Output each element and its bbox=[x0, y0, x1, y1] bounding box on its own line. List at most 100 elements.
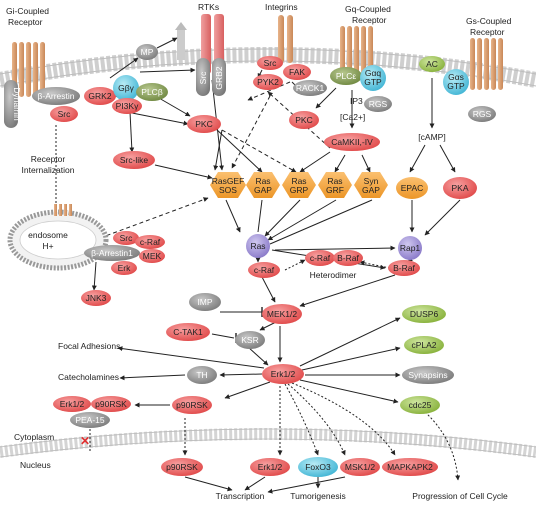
edges bbox=[55, 37, 461, 494]
erk12-label: Erk1/2 bbox=[271, 369, 296, 379]
pi3k-node bbox=[112, 98, 142, 114]
pea15-label: PEA-15 bbox=[75, 415, 105, 425]
epac-label: EPAC bbox=[401, 183, 424, 193]
pkc-mid-node bbox=[289, 111, 319, 129]
erk-nuc-node bbox=[250, 458, 290, 476]
svg-text:GRP: GRP bbox=[290, 185, 309, 195]
receptor-internalization-label: Receptor bbox=[31, 154, 66, 164]
gs-receptor-label-2: Receptor bbox=[470, 27, 505, 37]
ras-grf-node: Ras GRF bbox=[318, 172, 352, 198]
foxo3-node bbox=[298, 457, 338, 477]
craf-het-node bbox=[305, 250, 335, 266]
endosome-label: endosome bbox=[28, 230, 68, 240]
msk12-node bbox=[340, 458, 380, 476]
nuclear-membrane bbox=[0, 428, 536, 458]
mp-node bbox=[136, 44, 158, 60]
gtp-q-label: GTP bbox=[364, 77, 382, 87]
mek12-node bbox=[262, 304, 302, 324]
erk-endo-label: Erk bbox=[118, 263, 132, 273]
rgs-q-label: RGS bbox=[369, 99, 388, 109]
p90rsk-nuc-label: p90RSK bbox=[166, 462, 198, 472]
tumorigenesis-label: Tumorigenesis bbox=[290, 491, 345, 501]
fak-label: FAK bbox=[289, 67, 305, 77]
rgs-s-node bbox=[468, 106, 496, 122]
erk-nuc-label: Erk1/2 bbox=[258, 462, 283, 472]
gby-node bbox=[113, 75, 139, 101]
pea15-node bbox=[70, 412, 110, 428]
ac-node bbox=[419, 56, 445, 72]
craf-node bbox=[248, 262, 280, 278]
integrin-icon bbox=[278, 15, 293, 63]
pka-node bbox=[443, 177, 477, 199]
braf-het-label: B-Raf bbox=[337, 253, 359, 263]
gtp-s-label: GTP bbox=[447, 81, 465, 91]
synapsins-node bbox=[402, 366, 454, 384]
gs-receptor-icon bbox=[470, 38, 503, 90]
cpla2-node bbox=[404, 336, 444, 354]
braf-label: B-Raf bbox=[393, 263, 415, 273]
gs-receptor-label: Gs-Coupled bbox=[466, 16, 512, 26]
ctak1-node bbox=[166, 323, 210, 341]
erk-pea-label: Erk1/2 bbox=[60, 399, 85, 409]
rgs-q-node bbox=[364, 96, 392, 112]
rack1-node bbox=[293, 80, 327, 96]
ksr-node bbox=[235, 331, 265, 349]
braf-node bbox=[388, 260, 420, 276]
grb2-node bbox=[212, 58, 226, 96]
rgs-s-label: RGS bbox=[473, 109, 492, 119]
mp-label: MP bbox=[141, 47, 154, 57]
ac-label: AC bbox=[426, 59, 438, 69]
rap1-label: Rap1 bbox=[400, 243, 421, 253]
cpla2-label: cPLA2 bbox=[411, 340, 436, 350]
pyk2-label: PYK2 bbox=[257, 77, 279, 87]
jnk3-label: JNK3 bbox=[86, 293, 107, 303]
rap1-node bbox=[398, 236, 422, 260]
heterodimer-label: Heterodimer bbox=[310, 270, 357, 280]
svg-text:Syn: Syn bbox=[364, 176, 379, 186]
plcb-node bbox=[136, 83, 168, 101]
imp-label: IMP bbox=[197, 297, 212, 307]
src-endo-node bbox=[113, 231, 139, 245]
gq-receptor-label: Gq-Coupled bbox=[345, 4, 391, 14]
gq-receptor-label-2: Receptor bbox=[352, 15, 387, 25]
ca-label: [Ca2+] bbox=[340, 112, 365, 122]
fak-node bbox=[283, 64, 311, 80]
grk2-label: GRK2 bbox=[88, 91, 111, 101]
foxo3-label: FoxO3 bbox=[305, 462, 331, 472]
mek-endo-node bbox=[139, 249, 165, 263]
camp-label: [cAMP] bbox=[418, 132, 445, 142]
blocked-x-icon: ✕ bbox=[80, 434, 90, 448]
src-like-node bbox=[113, 151, 155, 169]
b-arrestin-node bbox=[32, 87, 80, 105]
src-endo-label: Src bbox=[120, 233, 134, 243]
th-node bbox=[187, 366, 217, 384]
ras-gap-node: Ras GAP bbox=[246, 172, 280, 198]
pyk2-node bbox=[253, 74, 283, 90]
ras-grp-node: Ras GRP bbox=[282, 172, 316, 198]
camk-node bbox=[324, 133, 380, 151]
src-like-label: Src-like bbox=[120, 155, 149, 165]
gq-receptor-icon bbox=[340, 26, 373, 76]
p90rsk-nuc-node bbox=[161, 458, 203, 476]
grk2-node bbox=[84, 87, 116, 105]
rasgef-sos-node: RasGEF SOS bbox=[210, 172, 246, 198]
erk-endo-node bbox=[111, 261, 137, 275]
svg-text:Ras: Ras bbox=[255, 176, 270, 186]
craf-endo-label: c-Raf bbox=[140, 237, 161, 247]
braf-het-node bbox=[333, 250, 363, 266]
svg-text:SOS: SOS bbox=[219, 185, 237, 195]
gi-receptor-label: Gi-Coupled bbox=[6, 6, 49, 16]
camk-label: CaMKII,-IV bbox=[331, 137, 373, 147]
gas-label: Gαs bbox=[448, 72, 464, 82]
ras-label: Ras bbox=[250, 241, 265, 251]
svg-text:RasGEF: RasGEF bbox=[212, 176, 245, 186]
receptor-internalization-label-2: Internalization bbox=[22, 165, 75, 175]
svg-text:GAP: GAP bbox=[362, 185, 380, 195]
cdc25-node bbox=[400, 396, 440, 414]
plce-node bbox=[330, 67, 362, 85]
src-int-node bbox=[257, 56, 283, 70]
cytoplasm-label: Cytoplasm bbox=[14, 432, 54, 442]
dusp6-label: DUSP6 bbox=[410, 309, 439, 319]
msk12-label: MSK1/2 bbox=[345, 462, 376, 472]
svg-text:GAP: GAP bbox=[254, 185, 272, 195]
